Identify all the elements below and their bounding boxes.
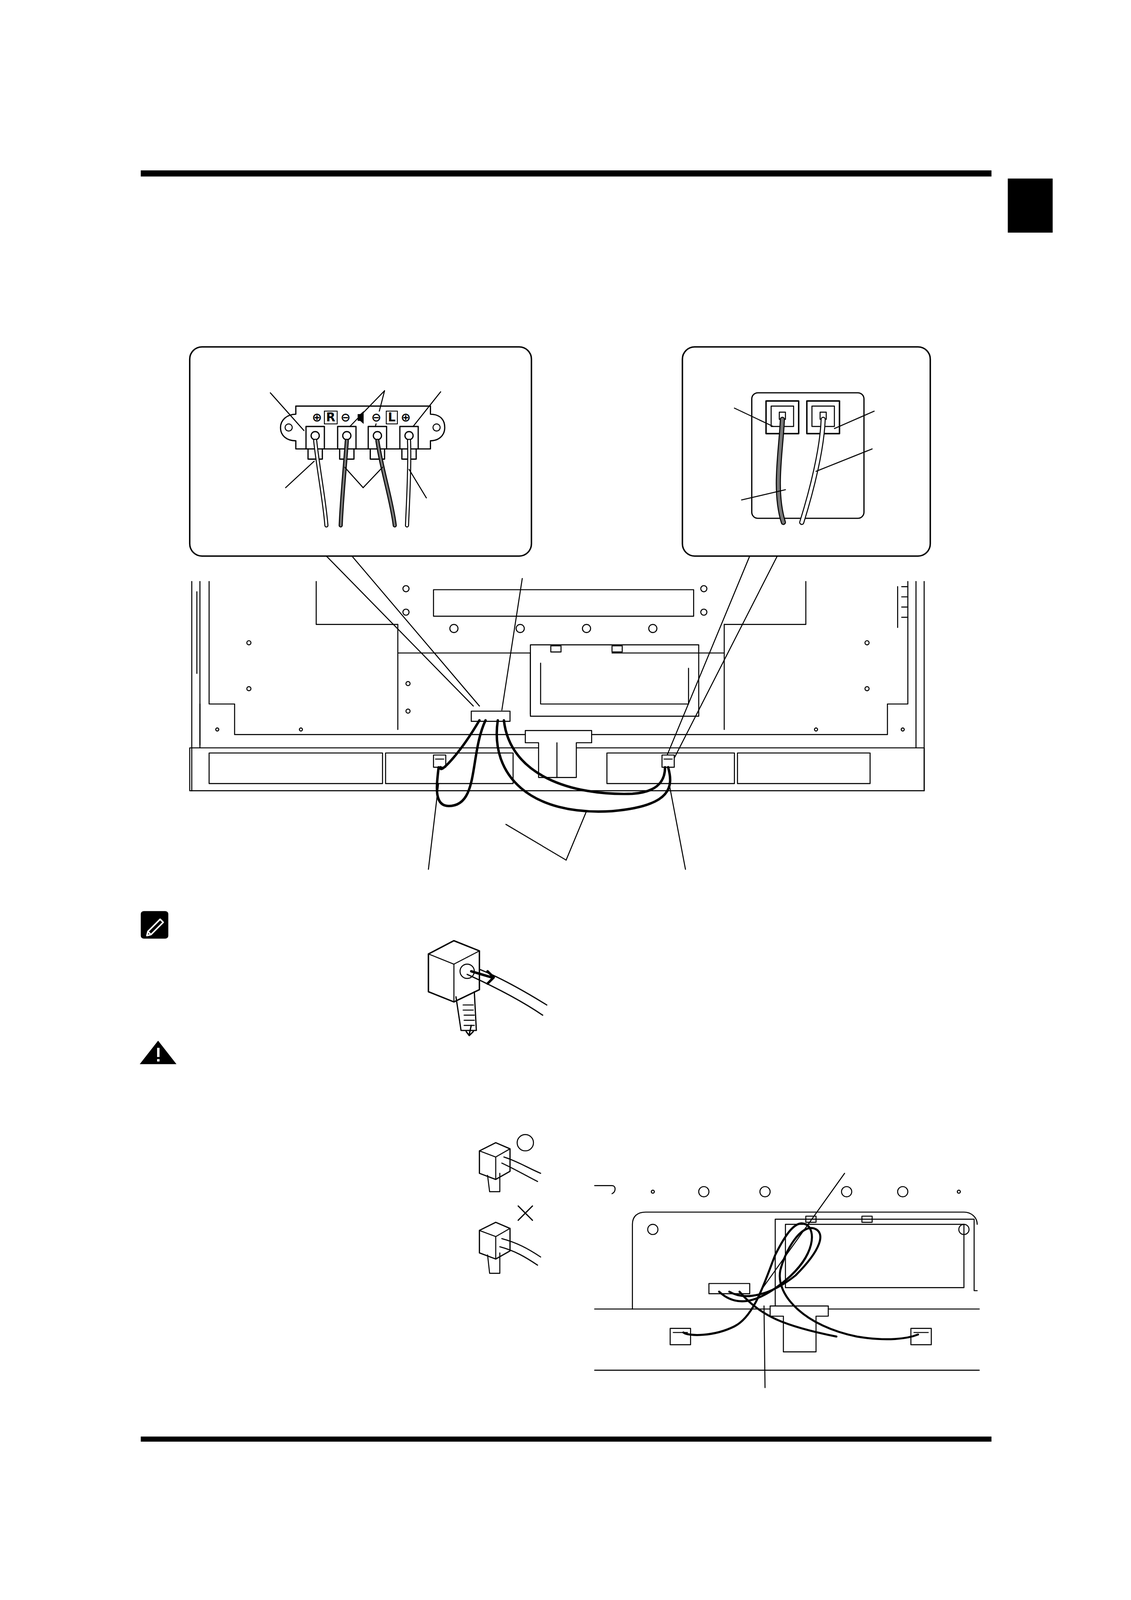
- polarity-mark: ⊕: [400, 411, 412, 424]
- polarity-mark: ⊖: [340, 411, 351, 424]
- speaker-symbol: [357, 411, 364, 424]
- channel-label: L: [385, 410, 398, 425]
- channel-label: R: [323, 410, 338, 425]
- polarity-mark: ⊖: [370, 411, 382, 424]
- polarity-mark: ⊕: [311, 411, 323, 424]
